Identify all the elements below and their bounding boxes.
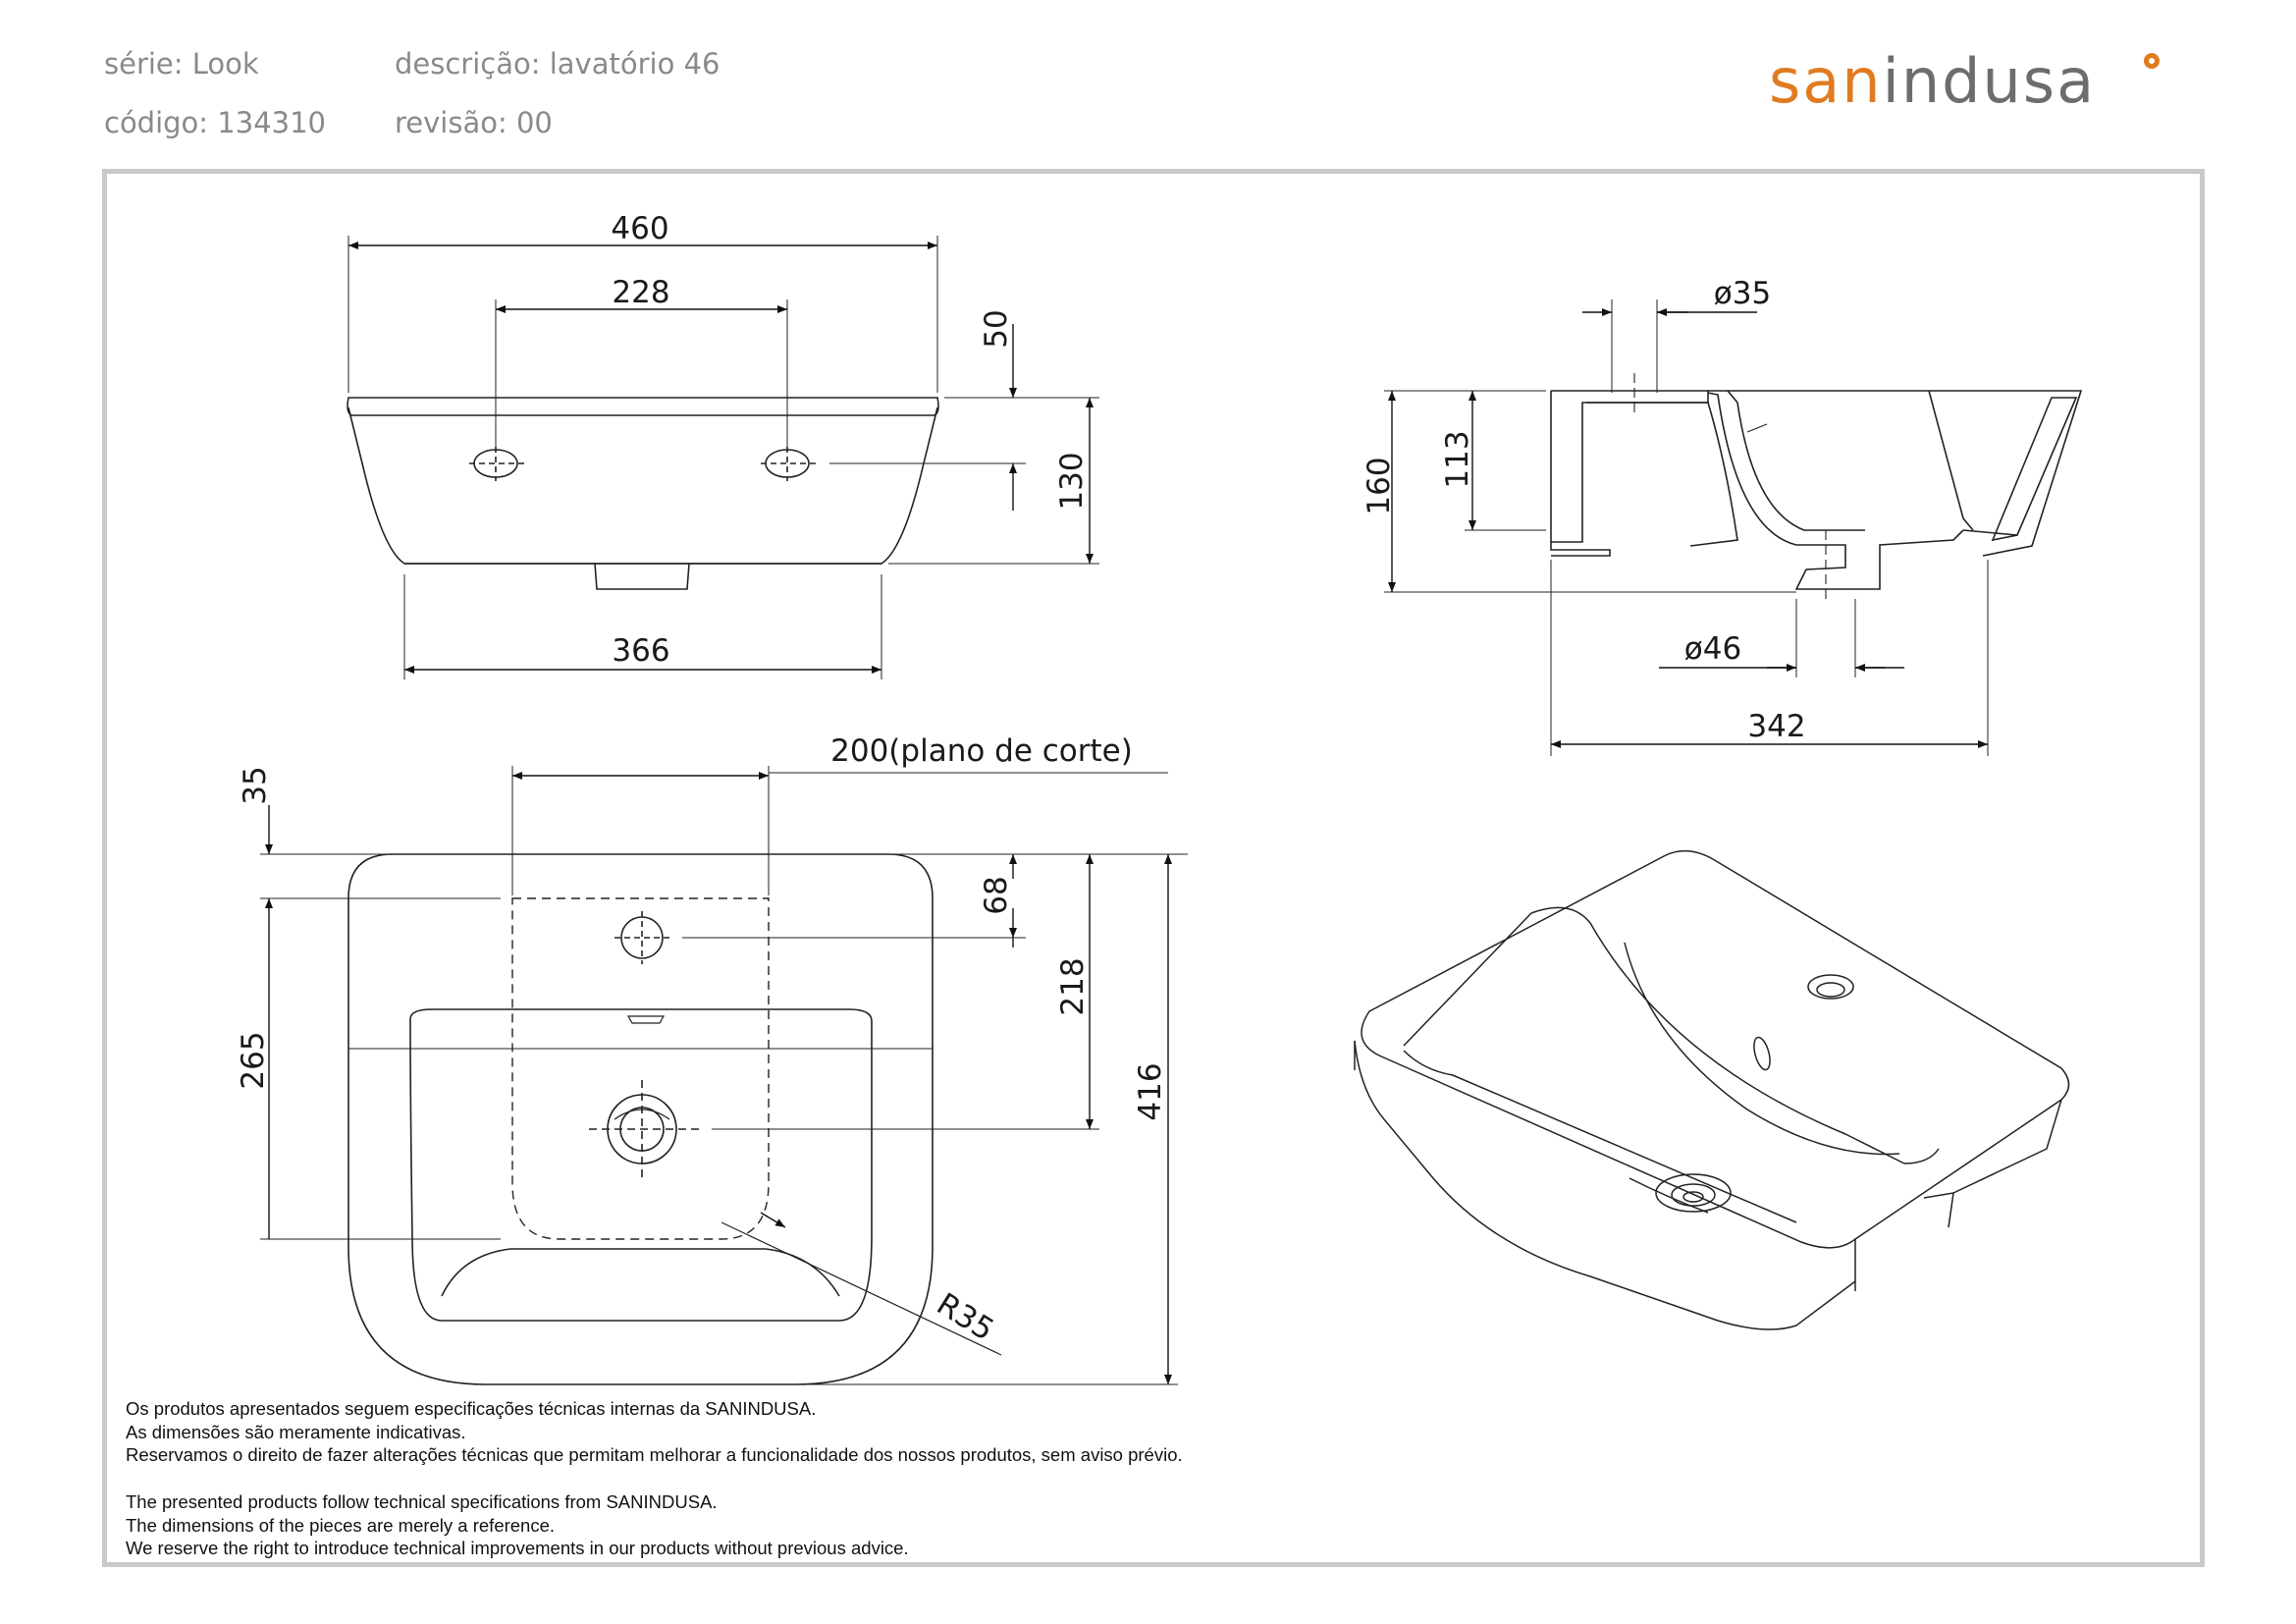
dim-front-height: 130 xyxy=(1054,452,1090,510)
dim-rim-height: 50 xyxy=(979,309,1014,348)
tap-hole-plan-icon xyxy=(614,911,669,964)
dim-overflow-diameter: ø35 xyxy=(1714,276,1771,311)
dim-side-height: 160 xyxy=(1362,457,1397,514)
dim-drain-diameter: ø46 xyxy=(1684,631,1741,667)
logo-text-main: indusa xyxy=(1883,45,2096,117)
serie-label: série: Look xyxy=(104,47,259,81)
tap-hole-left-icon xyxy=(469,447,524,481)
side-dimension-lines xyxy=(1388,308,1988,748)
dim-plan-depth: 416 xyxy=(1133,1062,1168,1120)
drawing-frame xyxy=(102,169,2205,1567)
overflow-iso-icon xyxy=(1753,1036,1771,1071)
note-en-1: The presented products follow technical … xyxy=(126,1491,718,1512)
drain-iso-icon xyxy=(1655,1173,1732,1213)
dim-plan-265: 265 xyxy=(236,1031,271,1089)
note-pt-1: Os produtos apresentados seguem especifi… xyxy=(126,1398,817,1419)
front-view xyxy=(347,236,1099,679)
front-dimension-lines xyxy=(348,242,1094,674)
revisao-label: revisão: 00 xyxy=(395,106,553,139)
descricao-label: descrição: lavatório 46 xyxy=(395,47,721,81)
notes-english: The presented products follow technical … xyxy=(126,1490,909,1560)
dim-cut-plane: 200(plano de corte) xyxy=(830,733,1133,769)
tap-hole-iso-icon xyxy=(1807,974,1854,1000)
dim-tap-spacing: 228 xyxy=(612,275,669,310)
note-pt-3: Reservamos o direito de fazer alterações… xyxy=(126,1444,1183,1465)
dim-side-depth: 342 xyxy=(1747,709,1805,744)
note-en-3: We reserve the right to introduce techni… xyxy=(126,1538,909,1558)
side-section-view xyxy=(1384,299,2083,756)
logo-text-accent: san xyxy=(1769,45,1883,117)
codigo-label: código: 134310 xyxy=(104,106,326,139)
note-en-2: The dimensions of the pieces are merely … xyxy=(126,1514,556,1536)
isometric-view xyxy=(1354,850,2070,1330)
dim-side-inner: 113 xyxy=(1440,430,1475,488)
dim-top-width: 460 xyxy=(611,211,668,246)
svg-text:sanindusa: sanindusa xyxy=(1769,45,2096,117)
plan-dimension-lines xyxy=(265,772,1172,1384)
dim-base-width: 366 xyxy=(612,633,669,669)
plan-view xyxy=(260,766,1188,1385)
tap-hole-right-icon xyxy=(761,447,816,481)
drain-plan-icon xyxy=(589,1080,702,1178)
dim-top-offset: 35 xyxy=(238,766,273,804)
dim-radius: R35 xyxy=(931,1286,1000,1348)
notes-portuguese: Os produtos apresentados seguem especifi… xyxy=(126,1397,1183,1467)
dim-drain-offset: 218 xyxy=(1055,957,1091,1015)
sanindusa-logo: sanindusa xyxy=(1769,45,2160,117)
note-pt-2: As dimensões são meramente indicativas. xyxy=(126,1421,466,1442)
dim-hole-offset: 68 xyxy=(979,876,1014,914)
